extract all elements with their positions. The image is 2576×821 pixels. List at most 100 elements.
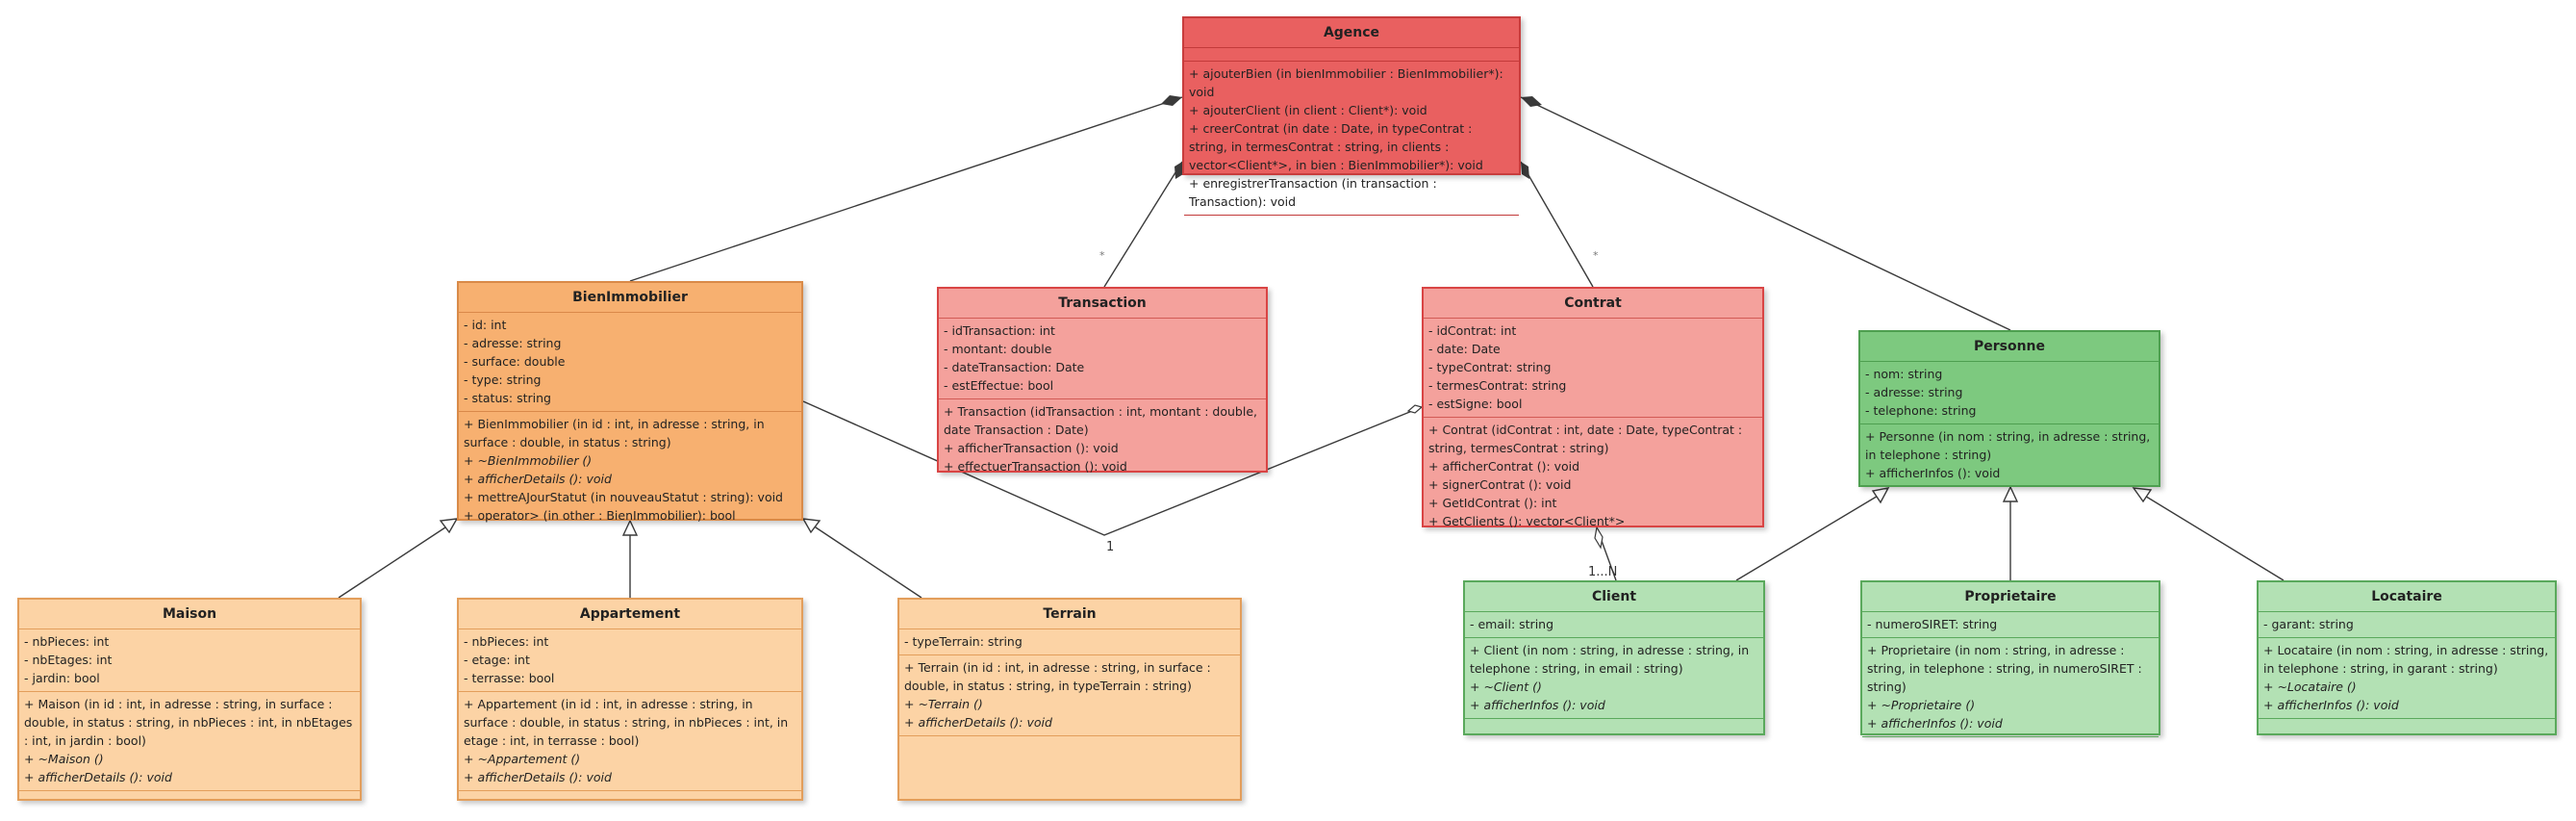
attributes-section: - typeTerrain: string — [899, 629, 1240, 655]
generalization-proprietaire-personne — [2002, 485, 2019, 580]
class-contrat[interactable]: Contrat- idContrat: int- date: Date- typ… — [1422, 287, 1764, 528]
attributes-section: - idContrat: int- date: Date- typeContra… — [1424, 319, 1762, 418]
attribute: - terrasse: bool — [464, 671, 555, 685]
operation: + operator> (in other : BienImmobilier):… — [464, 508, 736, 523]
attribute: - type: string — [464, 372, 542, 387]
class-name: Agence — [1184, 18, 1519, 48]
operations-section: + Client (in nom : string, in adresse : … — [1465, 638, 1763, 719]
class-name: Client — [1465, 582, 1763, 612]
extra-section — [459, 791, 801, 804]
operations-section: + Terrain (in id : int, in adresse : str… — [899, 655, 1240, 736]
operation: + afficherInfos (): void — [2263, 698, 2399, 712]
operation: + BienImmobilier (in id : int, in adress… — [464, 417, 765, 449]
operation: + ajouterBien (in bienImmobilier : BienI… — [1189, 66, 1503, 99]
attribute: - dateTransaction: Date — [944, 360, 1085, 374]
composition-agence-bien — [629, 95, 1183, 282]
class-personne[interactable]: Personne- nom: string- adresse: string- … — [1858, 330, 2160, 487]
operation: + ajouterClient (in client : Client*): v… — [1189, 103, 1427, 117]
class-locataire[interactable]: Locataire- garant: string+ Locataire (in… — [2257, 580, 2557, 735]
class-name: Personne — [1860, 332, 2159, 362]
multiplicity-bien-contrat: 1 — [1106, 540, 1115, 554]
operation: + afficherDetails (): void — [464, 472, 612, 486]
class-name: Maison — [19, 600, 360, 629]
operation: + signerContrat (): void — [1428, 477, 1572, 492]
class-bienimmobilier[interactable]: BienImmobilier - id: int - adresse: string… — [457, 281, 803, 523]
extra-section — [1860, 487, 2159, 500]
operation: + afficherDetails (): void — [464, 770, 612, 784]
generalization-appartement-bien — [621, 519, 639, 598]
attributes-section: - email: string — [1465, 612, 1763, 638]
attributes-section: - numeroSIRET: string — [1862, 612, 2159, 638]
extra-section — [1862, 737, 2159, 750]
operation: + ~Appartement () — [464, 752, 581, 766]
class-name: Appartement — [459, 600, 801, 629]
generalization-terrain-bien — [801, 518, 922, 599]
attributes-section: - nom: string- adresse: string- telephon… — [1860, 362, 2159, 424]
attributes-section: - idTransaction: int - montant: double - d… — [939, 319, 1266, 399]
attribute: - idTransaction: int — [944, 323, 1055, 338]
multiplicity-contrat: * — [1593, 249, 1599, 262]
operation: + Contrat (idContrat : int, date : Date,… — [1428, 423, 1743, 455]
class-appartement[interactable]: Appartement- nbPieces: int- etage: int- … — [457, 598, 803, 801]
attribute: - id: int — [464, 318, 507, 332]
attributes-section: - garant: string — [2259, 612, 2555, 638]
class-proprietaire[interactable]: Proprietaire- numeroSIRET: string+ Propr… — [1860, 580, 2160, 737]
multiplicity-transaction: * — [1099, 249, 1105, 262]
operation: + Proprietaire (in nom : string, in adre… — [1867, 643, 2142, 694]
operations-section: + Proprietaire (in nom : string, in adre… — [1862, 638, 2159, 737]
multiplicity-contrat-client: 1...N — [1588, 565, 1618, 579]
operation: + ~Client () — [1470, 680, 1542, 694]
attribute: - garant: string — [2263, 617, 2354, 631]
extra-section — [19, 791, 360, 804]
operations-section: + Transaction (idTransaction : int, mont… — [939, 399, 1266, 479]
attribute: - date: Date — [1428, 342, 1501, 356]
operation: + ~BienImmobilier () — [464, 453, 593, 468]
operations-section: + Personne (in nom : string, in adresse … — [1860, 424, 2159, 487]
operation: + Terrain (in id : int, in adresse : str… — [904, 660, 1211, 693]
operation: + ~Locataire () — [2263, 680, 2357, 694]
class-maison[interactable]: Maison- nbPieces: int- nbEtages: int- ja… — [17, 598, 362, 801]
class-agence[interactable]: Agence + ajouterBien (in bienImmobilier :… — [1182, 16, 1521, 216]
operation: + enregistrerTransaction (in transaction… — [1189, 176, 1437, 209]
operation: + GetIdContrat (): int — [1428, 496, 1557, 510]
composition-agence-contrat — [1520, 161, 1594, 288]
class-client[interactable]: Client- email: string+ Client (in nom : … — [1463, 580, 1765, 735]
composition-agence-personne — [1520, 96, 2011, 331]
extra-section — [2259, 719, 2555, 731]
class-name: BienImmobilier — [459, 283, 801, 313]
operation: + creerContrat (in date : Date, in typeC… — [1189, 121, 1483, 172]
attribute: - nom: string — [1865, 367, 1943, 381]
attribute: - typeTerrain: string — [904, 634, 1023, 649]
attribute: - numeroSIRET: string — [1867, 617, 1998, 631]
aggregation-bien-contrat — [802, 400, 1424, 536]
operation: + Appartement (in id : int, in adresse :… — [464, 697, 789, 748]
operation: + afficherDetails (): void — [904, 715, 1052, 730]
attribute: - adresse: string — [464, 336, 562, 350]
composition-agence-transaction — [1103, 161, 1183, 288]
attribute: - etage: int — [464, 653, 530, 667]
class-name: Terrain — [899, 600, 1240, 629]
operation: + GetClients (): vector<Client*> — [1428, 514, 1626, 528]
attribute: - typeContrat: string — [1428, 360, 1552, 374]
attribute: - montant: double — [944, 342, 1052, 356]
class-name: Contrat — [1424, 289, 1762, 319]
operations-section: + Contrat (idContrat : int, date : Date,… — [1424, 418, 1762, 534]
attribute: - nbEtages: int — [24, 653, 113, 667]
operation: + Personne (in nom : string, in adresse … — [1865, 429, 2151, 462]
operation: + Transaction (idTransaction : int, mont… — [944, 404, 1257, 437]
class-terrain[interactable]: Terrain - typeTerrain: string + Terrain (i… — [897, 598, 1242, 801]
generalization-locataire-personne — [2132, 487, 2285, 581]
aggregation-contrat-client — [1594, 526, 1617, 581]
operation: + Maison (in id : int, in adresse : stri… — [24, 697, 353, 748]
attribute: - surface: double — [464, 354, 566, 369]
class-transaction[interactable]: Transaction - idTransaction: int - montant… — [937, 287, 1268, 474]
operations-section: + BienImmobilier (in id : int, in adress… — [459, 412, 801, 528]
operation: + afficherDetails (): void — [24, 770, 172, 784]
class-name: Transaction — [939, 289, 1266, 319]
attribute: - nbPieces: int — [464, 634, 549, 649]
operation: + ~Proprietaire () — [1867, 698, 1976, 712]
attributes-section: - nbPieces: int - etage: int - terrasse: b… — [459, 629, 801, 692]
extra-section — [1465, 719, 1763, 731]
attribute: - estSigne: bool — [1428, 397, 1523, 411]
